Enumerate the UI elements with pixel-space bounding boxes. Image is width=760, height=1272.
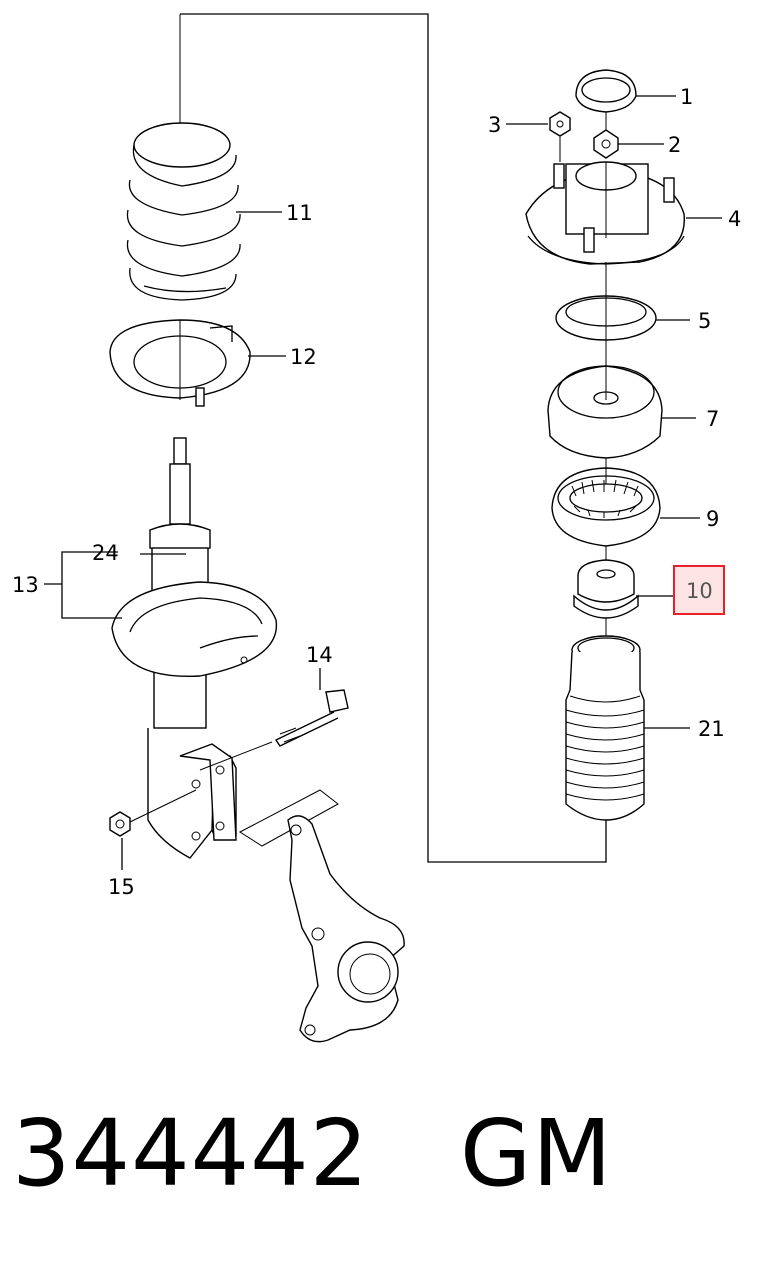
callout-13-bracket <box>61 551 122 619</box>
callout-3: 3 <box>488 113 501 137</box>
callout-10: 10 <box>686 579 713 603</box>
strut-mount <box>525 161 685 265</box>
callout-15: 15 <box>108 875 135 899</box>
callout-24: 24 <box>92 541 119 565</box>
top-nut <box>593 129 619 159</box>
callout-1: 1 <box>680 85 693 109</box>
mount-nut <box>549 111 571 137</box>
bump-stop <box>573 559 639 619</box>
nut <box>109 811 131 837</box>
bolt <box>274 689 349 747</box>
callout-7: 7 <box>706 407 719 431</box>
brand-name: GM <box>459 1100 613 1207</box>
part-number-footer: 344442 GM <box>12 1108 613 1200</box>
callout-13: 13 <box>12 573 39 597</box>
callout-5: 5 <box>698 309 711 333</box>
thrust-bearing <box>551 467 661 547</box>
strut-spring-plate <box>111 581 278 677</box>
coil-spring <box>126 122 241 301</box>
spring-seat <box>109 319 251 407</box>
callout-4: 4 <box>728 207 741 231</box>
callout-11: 11 <box>286 201 313 225</box>
callout-14: 14 <box>306 643 333 667</box>
callout-21: 21 <box>698 717 725 741</box>
callout-2: 2 <box>668 133 681 157</box>
steering-knuckle <box>239 789 405 1043</box>
upper-seat <box>547 365 663 459</box>
dust-cap <box>575 69 637 113</box>
assembly-link-line <box>180 13 607 863</box>
part-number: 344442 <box>12 1100 370 1207</box>
callout-9: 9 <box>706 507 719 531</box>
dust-boot <box>565 635 645 821</box>
callout-10-highlight <box>673 565 725 615</box>
callout-12: 12 <box>290 345 317 369</box>
